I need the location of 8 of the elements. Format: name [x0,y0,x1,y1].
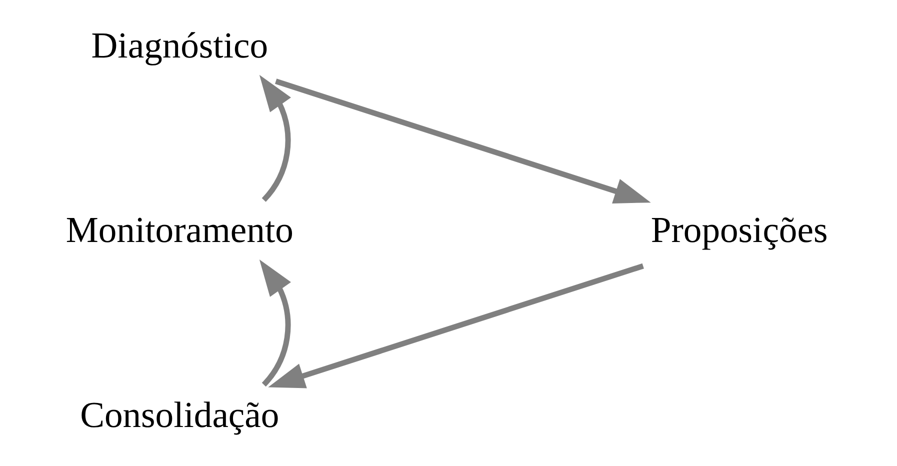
arrow [275,78,651,204]
arrow [259,260,291,387]
node-text: Proposições [650,209,828,250]
arrow [268,263,644,388]
node-text: Consolidação [80,394,280,435]
node-text: Monitoramento [66,209,294,250]
node-text: Diagnóstico [91,24,268,66]
arrow [259,74,291,202]
